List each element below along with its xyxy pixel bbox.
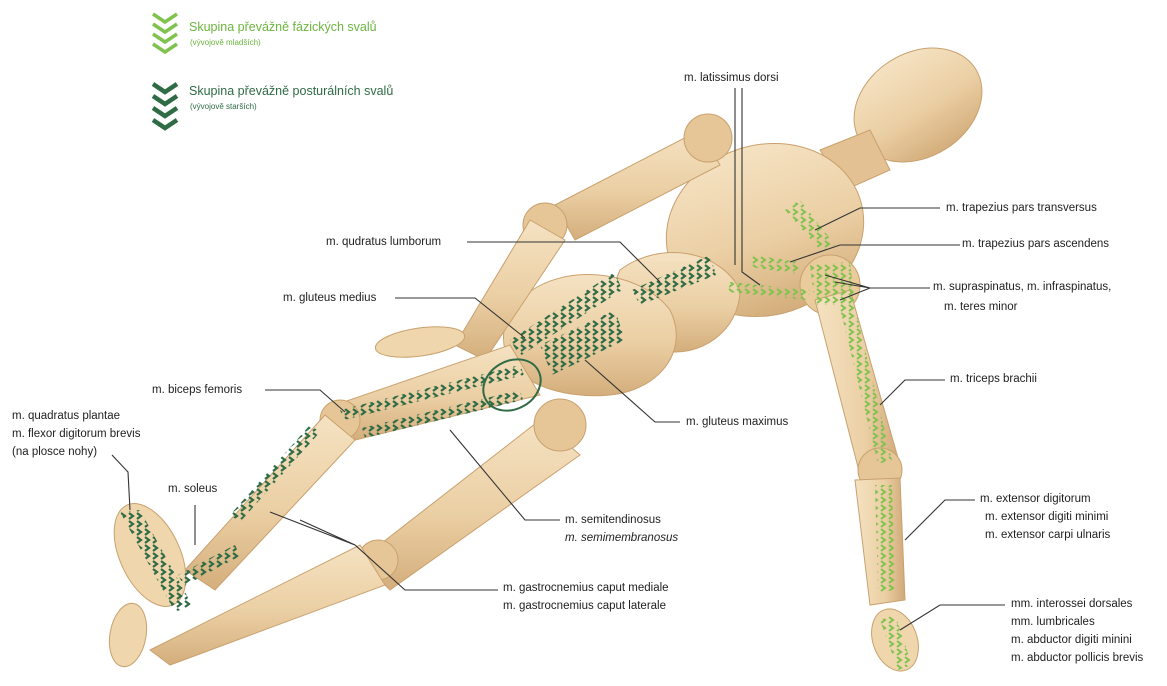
label-gluteus-medius: m. gluteus medius bbox=[283, 290, 376, 307]
label-hand-1: mm. interossei dorsales bbox=[1011, 596, 1132, 613]
label-hand-2: mm. lumbricales bbox=[1011, 614, 1095, 631]
leader-extensor bbox=[905, 500, 975, 540]
label-semimembranosus-text: m. semimembranosus bbox=[565, 532, 678, 544]
mannequin-front-hip bbox=[534, 399, 586, 451]
label-trapezius-ascendens: m. trapezius pars ascendens bbox=[962, 236, 1109, 253]
label-supraspinatus-2: m. teres minor bbox=[944, 299, 1018, 316]
legend-phasic-subtitle: (vývojově mladších) bbox=[190, 38, 261, 47]
label-semitendinosus: m. semitendinosus bbox=[565, 512, 661, 529]
legend-postural-icon bbox=[153, 84, 177, 128]
mannequin-front-foot bbox=[105, 600, 152, 669]
label-extensor-3: m. extensor carpi ulnaris bbox=[985, 527, 1110, 544]
mannequin-back-elbow bbox=[684, 114, 732, 162]
label-trapezius-transversus: m. trapezius pars transversus bbox=[946, 200, 1097, 217]
leader-plantae bbox=[112, 455, 130, 510]
label-supraspinatus-1: m. supraspinatus, m. infraspinatus, bbox=[933, 279, 1111, 296]
label-quadratus-plantae-1: m. quadratus plantae bbox=[12, 408, 120, 425]
label-extensor-2: m. extensor digiti minimi bbox=[985, 509, 1108, 526]
label-semimembranosus: m. semimembranosus bbox=[565, 530, 678, 547]
label-gluteus-maximus: m. gluteus maximus bbox=[686, 414, 788, 431]
label-quadratus-plantae-3: (na plosce nohy) bbox=[12, 444, 97, 461]
leader-triceps bbox=[880, 380, 945, 405]
legend-postural-subtitle: (vývojově starších) bbox=[190, 102, 257, 111]
label-hand-3: m. abductor digiti minini bbox=[1011, 632, 1132, 649]
label-latissimus-dorsi: m. latissimus dorsi bbox=[684, 70, 779, 87]
muscle-extensor-digitorum bbox=[875, 485, 895, 592]
label-gastrocnemius-1: m. gastrocnemius caput mediale bbox=[503, 580, 669, 597]
label-quadratus-plantae-2: m. flexor digitorum brevis bbox=[12, 426, 140, 443]
label-hand-4: m. abductor pollicis brevis bbox=[1011, 650, 1143, 667]
label-triceps-brachii: m. triceps brachii bbox=[950, 371, 1037, 388]
legend-postural-title: Skupina převážně posturálních svalů bbox=[189, 84, 393, 98]
leader-hand bbox=[900, 605, 1005, 630]
label-gastrocnemius-2: m. gastrocnemius caput laterale bbox=[503, 598, 666, 615]
label-quadratus-lumborum: m. qudratus lumborum bbox=[326, 234, 441, 251]
label-extensor-1: m. extensor digitorum bbox=[980, 491, 1091, 508]
legend-phasic-icon bbox=[153, 14, 177, 52]
label-biceps-femoris: m. biceps femoris bbox=[152, 382, 242, 399]
label-soleus: m. soleus bbox=[168, 481, 217, 498]
legend-phasic-title: Skupina převážně fázických svalů bbox=[189, 20, 377, 34]
mannequin-back-hand bbox=[373, 322, 466, 362]
